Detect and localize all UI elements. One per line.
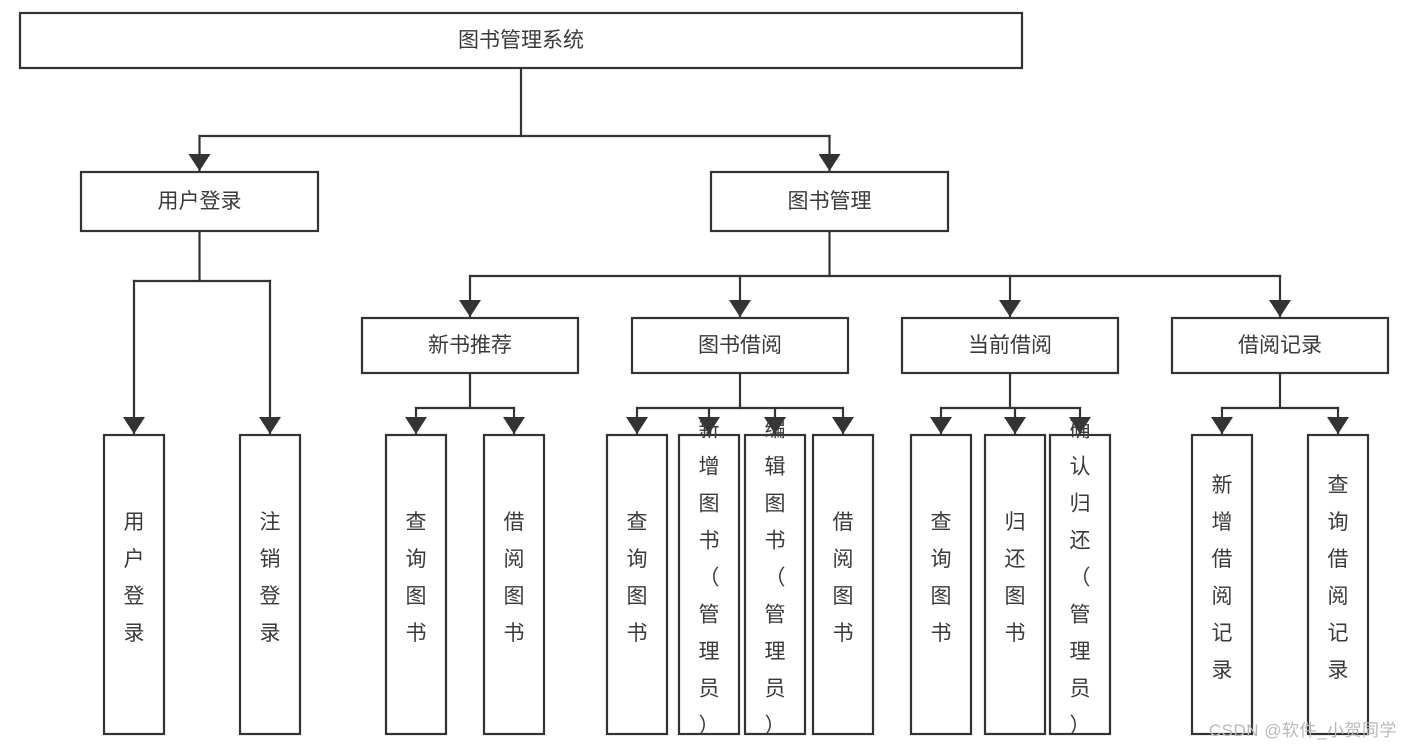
node-leaf-borrow-book-2[interactable]: 借阅图书 xyxy=(811,433,875,736)
connector-layer xyxy=(123,66,1349,436)
node-label: 用户登录 xyxy=(124,511,145,645)
arrow-head xyxy=(459,300,481,317)
node-leaf-query-book-3[interactable]: 查询图书 xyxy=(909,433,973,736)
node-layer: 图书管理系统用户登录图书管理新书推荐图书借阅当前借阅借阅记录用户登录注销登录查询… xyxy=(18,11,1390,738)
node-book-borrow[interactable]: 图书借阅 xyxy=(630,316,850,375)
node-box xyxy=(677,433,741,736)
node-label: 查询借阅记录 xyxy=(1328,474,1349,682)
node-root[interactable]: 图书管理系统 xyxy=(18,11,1024,70)
node-box xyxy=(909,433,973,736)
node-label: 图书借阅 xyxy=(698,334,782,357)
node-leaf-logout[interactable]: 注销登录 xyxy=(238,433,302,736)
node-box xyxy=(384,433,448,736)
node-label: 确认归还（管理员） xyxy=(1070,419,1091,738)
node-box xyxy=(1190,433,1254,736)
node-box xyxy=(630,316,850,375)
node-label: 用户登录 xyxy=(158,190,242,213)
node-box xyxy=(1306,433,1370,736)
node-label: 新增图书（管理员） xyxy=(699,419,720,738)
node-user-login[interactable]: 用户登录 xyxy=(79,170,320,233)
node-box xyxy=(238,433,302,736)
arrow-head xyxy=(123,417,145,434)
node-box xyxy=(360,316,580,375)
node-leaf-borrow-book-1[interactable]: 借阅图书 xyxy=(482,433,546,736)
node-label: 新书推荐 xyxy=(428,334,512,357)
node-leaf-user-login[interactable]: 用户登录 xyxy=(102,433,166,736)
node-box xyxy=(79,170,320,233)
node-leaf-return-book[interactable]: 归还图书 xyxy=(983,433,1047,736)
node-label: 注销登录 xyxy=(260,511,281,645)
arrow-head xyxy=(1004,417,1026,434)
node-label: 图书管理系统 xyxy=(458,29,584,52)
node-box xyxy=(900,316,1120,375)
arrow-head xyxy=(259,417,281,434)
node-box xyxy=(482,433,546,736)
node-leaf-add-record[interactable]: 新增借阅记录 xyxy=(1190,433,1254,736)
csdn-watermark: CSDN @软件_小贺同学 xyxy=(1208,721,1397,740)
node-box xyxy=(1048,433,1112,736)
node-label: 新增借阅记录 xyxy=(1212,474,1233,682)
node-borrow-record[interactable]: 借阅记录 xyxy=(1170,316,1390,375)
arrow-head xyxy=(764,417,786,434)
node-label: 编辑图书（管理员） xyxy=(765,419,786,738)
node-label: 借阅图书 xyxy=(833,511,854,645)
arrow-head xyxy=(818,154,841,171)
node-leaf-query-book-1[interactable]: 查询图书 xyxy=(384,433,448,736)
node-box xyxy=(102,433,166,736)
node-label: 借阅记录 xyxy=(1238,334,1322,357)
arrow-head xyxy=(626,417,648,434)
node-box xyxy=(983,433,1047,736)
node-label: 查询图书 xyxy=(931,511,952,645)
node-label: 图书管理 xyxy=(788,190,872,213)
node-box xyxy=(1170,316,1390,375)
node-leaf-add-book[interactable]: 新增图书（管理员） xyxy=(677,419,741,738)
arrow-head xyxy=(729,300,751,317)
arrow-head xyxy=(1327,417,1349,434)
node-leaf-query-book-2[interactable]: 查询图书 xyxy=(605,433,669,736)
node-book-manage[interactable]: 图书管理 xyxy=(709,170,950,233)
node-label: 借阅图书 xyxy=(504,511,525,645)
arrow-head xyxy=(1269,300,1291,317)
arrow-head xyxy=(999,300,1021,317)
node-leaf-confirm-return[interactable]: 确认归还（管理员） xyxy=(1048,419,1112,738)
node-label: 当前借阅 xyxy=(968,334,1052,357)
arrow-head xyxy=(188,154,211,171)
node-leaf-query-record[interactable]: 查询借阅记录 xyxy=(1306,433,1370,736)
node-label: 查询图书 xyxy=(627,511,648,645)
node-label: 查询图书 xyxy=(406,511,427,645)
arrow-head xyxy=(930,417,952,434)
arrow-head xyxy=(405,417,427,434)
node-box xyxy=(605,433,669,736)
node-box xyxy=(18,11,1024,70)
arrow-head xyxy=(503,417,525,434)
node-box xyxy=(709,170,950,233)
node-new-book-recommend[interactable]: 新书推荐 xyxy=(360,316,580,375)
arrow-head xyxy=(698,417,720,434)
node-current-borrow[interactable]: 当前借阅 xyxy=(900,316,1120,375)
node-label: 归还图书 xyxy=(1005,511,1026,645)
node-leaf-edit-book[interactable]: 编辑图书（管理员） xyxy=(743,419,807,738)
arrow-head xyxy=(1211,417,1233,434)
node-box xyxy=(743,433,807,736)
node-box xyxy=(811,433,875,736)
arrow-head xyxy=(832,417,854,434)
arrow-head xyxy=(1069,417,1091,434)
